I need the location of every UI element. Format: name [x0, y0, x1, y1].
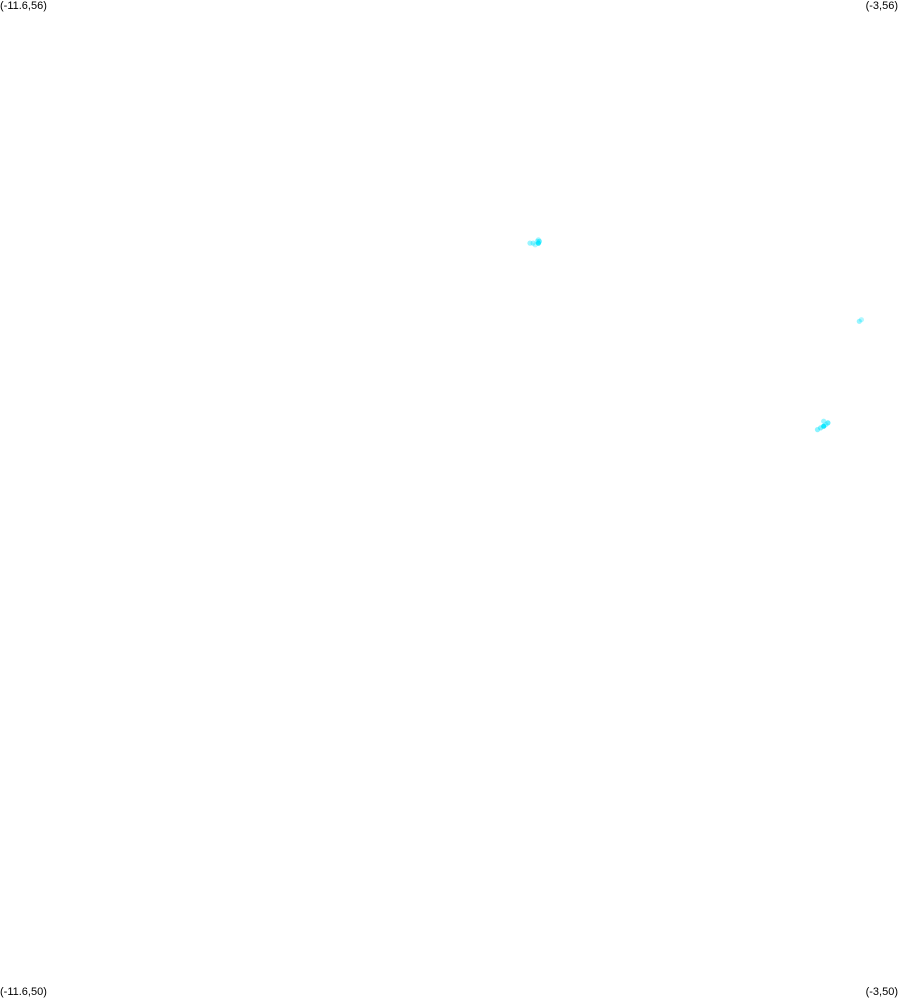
map-point-10 — [825, 420, 831, 426]
map-point-3 — [530, 240, 536, 246]
map-point-4 — [527, 240, 533, 246]
map-point-6 — [532, 242, 538, 248]
map-point-8 — [858, 317, 865, 323]
map-point-9 — [821, 418, 827, 424]
map-point-14 — [821, 423, 827, 429]
corner-label-bottom-left: (-11.6,50) — [0, 986, 47, 998]
corner-label-top-left: (-11.6,56) — [0, 0, 47, 12]
corner-label-top-right: (-3,56) — [865, 0, 898, 12]
map-point-5 — [535, 240, 542, 246]
corner-label-bottom-right: (-3,50) — [865, 986, 898, 998]
map-point-13 — [814, 427, 821, 433]
map-point-7 — [856, 318, 862, 324]
